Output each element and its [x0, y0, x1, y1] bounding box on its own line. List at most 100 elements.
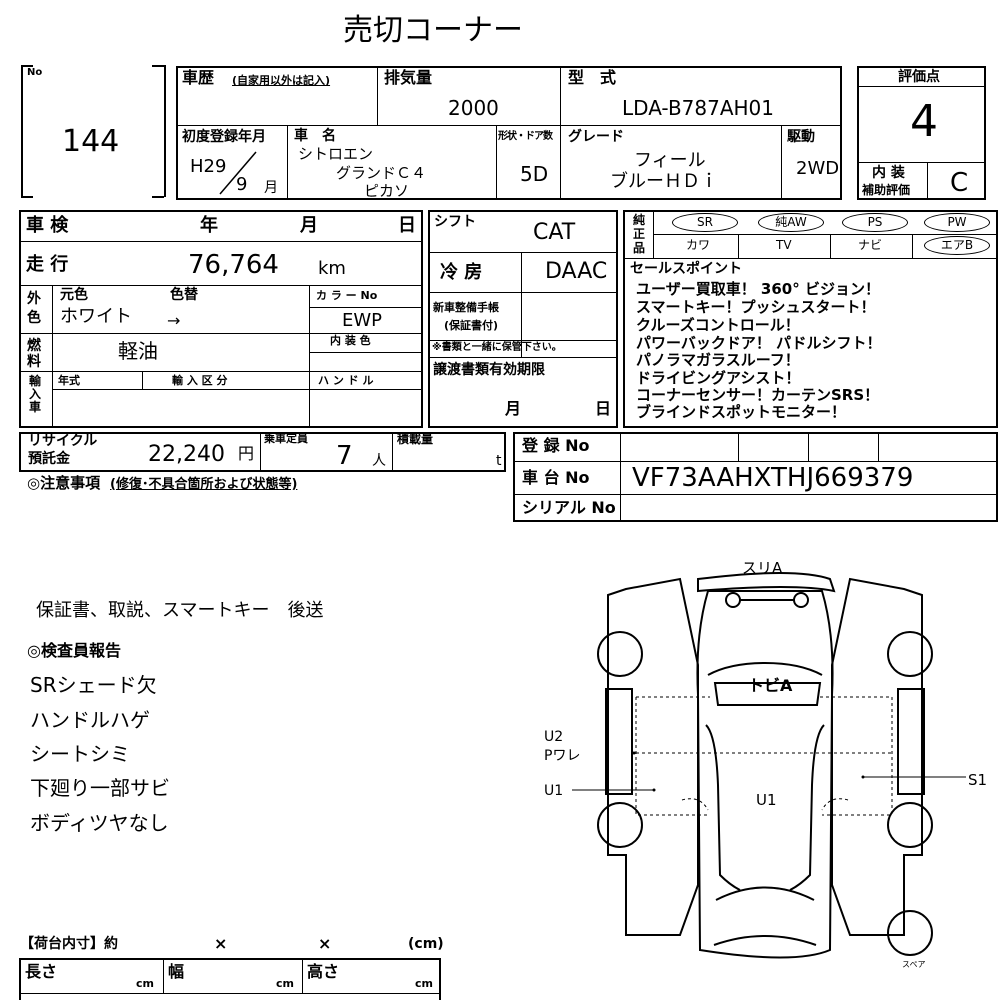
cargo-length-unit: cm — [136, 977, 154, 990]
displacement-value: 2000 — [448, 96, 499, 120]
cargo-box — [19, 958, 441, 1000]
history-note: (自家用以外は記入) — [232, 74, 331, 87]
middle-grid — [428, 210, 618, 428]
score-box — [857, 66, 986, 200]
equip-airbag: エアB — [924, 236, 990, 255]
recycle-label1: リサイクル — [28, 433, 98, 449]
chassis-number: VF73AAHXTHJ669379 — [632, 463, 914, 493]
score-label: 評価点 — [898, 69, 940, 85]
equip-alloy-wheel: 純AW — [758, 213, 824, 232]
cargo-width-unit: cm — [276, 977, 294, 990]
first-reg-month-unit: 月 — [264, 180, 278, 196]
sales-point: コーナーセンサー！カーテンSRS！ — [636, 386, 880, 404]
mileage-unit: km — [318, 258, 346, 279]
score-value: 4 — [910, 96, 938, 147]
cargo-x1: × — [214, 934, 228, 953]
capacity-unit: 人 — [372, 453, 386, 469]
car-name-line2: グランドＣ４ — [336, 164, 427, 182]
transfer-label: 譲渡書類有効期限 — [433, 362, 545, 378]
inspector-item: ボディツヤなし — [30, 811, 169, 835]
inspector-item: 下廻り一部サビ — [30, 776, 170, 800]
equipment-sales-box — [623, 210, 998, 428]
notes-sub: (修復･不具合箇所および状態等) — [110, 477, 298, 492]
equip-pw: PW — [924, 213, 990, 232]
recycle-row — [19, 432, 506, 472]
inspection-day: 日 — [398, 215, 416, 236]
shift-label: シフト — [434, 214, 476, 230]
sales-point: ドライビングアシスト！ — [636, 369, 801, 387]
fuel-side-label: 燃料 — [27, 338, 41, 370]
grade-line2: ブルーＨＤｉ — [610, 171, 718, 192]
drive-value: 2WD — [796, 158, 840, 179]
grade-line1: フィール — [634, 150, 706, 171]
transfer-month: 月 — [505, 399, 522, 418]
first-reg-year: H29 — [190, 156, 227, 177]
recycle-value: 22,240 — [148, 442, 225, 467]
interior-label-top: 内 装 — [872, 165, 905, 181]
car-name-line1: シトロエン — [298, 145, 374, 163]
inspection-month: 月 — [300, 215, 318, 236]
warranty-note: ※書類と一緒に保管下さい。 — [432, 342, 562, 353]
page-title: 売切コーナー — [343, 13, 523, 48]
label-center: U1 — [756, 791, 777, 809]
equip-sr: SR — [672, 213, 738, 232]
lot-number: 144 — [62, 124, 120, 159]
sales-point: パワーバックドア！ パドルシフト！ — [636, 334, 882, 352]
serial-label: シリアル No — [522, 498, 616, 517]
model-code-value: LDA-B787AH01 — [622, 96, 775, 120]
exterior-color-value: ホワイト — [60, 306, 132, 327]
color-no-label: カ ラ ー No — [316, 289, 378, 302]
sales-point: パノラマガラスルーフ！ — [636, 351, 800, 369]
cargo-x2: × — [318, 934, 332, 953]
slash-divider — [219, 151, 257, 195]
fuel-value: 軽油 — [118, 339, 158, 363]
doors-value: 5D — [520, 162, 549, 186]
inspector-item: ハンドルハゲ — [30, 708, 150, 732]
vehicle-info-grid — [176, 66, 842, 200]
displacement-label: 排気量 — [384, 68, 433, 87]
label-left-upper1: U2 — [544, 729, 563, 745]
sales-point: クルーズコントロール！ — [636, 316, 800, 334]
import-year-label: 年式 — [58, 374, 80, 387]
mileage-label: 走 行 — [26, 254, 69, 275]
car-name-line3: ピカソ — [364, 182, 410, 200]
interior-label-bottom: 補助評価 — [862, 183, 911, 197]
import-class-label: 輸 入 区 分 — [172, 374, 228, 387]
drive-label: 駆動 — [787, 129, 815, 145]
notes-line: 保証書、取説、スマートキー 後送 — [36, 600, 324, 621]
transfer-day: 日 — [595, 399, 612, 418]
inspector-label: ◎検査員報告 — [27, 641, 121, 660]
equip-ps: PS — [842, 213, 908, 232]
exterior-side-label: 外色 — [27, 291, 41, 326]
lot-label: No — [27, 67, 43, 78]
chassis-label: 車 台 No — [522, 468, 590, 487]
cargo-height-unit: cm — [415, 977, 433, 990]
label-left-lower: U1 — [544, 783, 563, 799]
cargo-height-label: 高さ — [307, 962, 340, 981]
cargo-length-label: 長さ — [25, 962, 58, 981]
notes-label: ◎注意事項 — [27, 474, 101, 492]
mileage-value: 76,764 — [188, 250, 279, 280]
details-grid — [19, 210, 423, 428]
cargo-unit: (cm) — [408, 936, 444, 952]
aircon-label: 冷 房 — [440, 262, 483, 283]
sales-point: ブラインドスポットモニター！ — [636, 403, 847, 421]
cargo-label: 【荷台内寸】約 — [20, 936, 118, 952]
recycle-unit: 円 — [238, 444, 255, 463]
first-reg-label: 初度登録年月 — [182, 129, 266, 145]
arrow-icon: → — [167, 311, 181, 330]
warranty-line2: (保証書付) — [444, 319, 499, 332]
grade-label: グレード — [568, 129, 624, 145]
recycle-label2: 預託金 — [28, 451, 70, 467]
exterior-change-label: 色替 — [170, 287, 198, 303]
equip-tv: TV — [776, 238, 792, 252]
inspector-item: SRシェード欠 — [30, 673, 157, 697]
cargo-width-label: 幅 — [168, 962, 185, 981]
registration-label: 登 録 No — [522, 436, 590, 455]
warranty-line1: 新車整備手帳 — [433, 301, 499, 314]
sales-points-label: セールスポイント — [630, 261, 742, 277]
shift-value: CAT — [533, 220, 576, 245]
label-rear-bumper: スリA — [742, 559, 783, 577]
registration-box — [513, 432, 998, 522]
label-left-upper2: Pワレ — [544, 748, 580, 764]
